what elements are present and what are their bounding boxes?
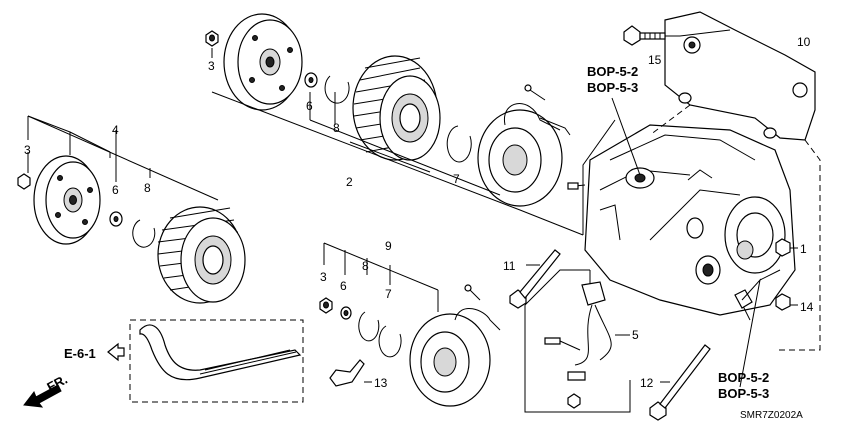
nut-1	[775, 238, 791, 257]
pulley-lower-left	[157, 206, 246, 304]
callout-3-left: 3	[24, 143, 31, 157]
callout-8-upper: 8	[333, 121, 340, 135]
callout-4: 4	[112, 123, 119, 137]
callout-5: 5	[632, 328, 639, 342]
callout-12: 12	[640, 376, 654, 390]
bolt-11	[509, 249, 561, 309]
bolt-12	[649, 344, 711, 421]
callout-8-middle: 8	[362, 259, 369, 273]
reference-bop-bottom-1: BOP-5-2	[718, 370, 769, 385]
callout-3-middle: 3	[320, 270, 327, 284]
callout-11: 11	[503, 259, 516, 273]
pressure-plate-upper	[223, 13, 303, 111]
nut-lower-left	[17, 173, 31, 190]
callout-7-middle: 7	[385, 287, 392, 301]
callout-3-upper: 3	[208, 59, 215, 73]
callout-2: 2	[346, 175, 353, 189]
reference-bop-bottom-2: BOP-5-3	[718, 386, 769, 401]
upper-clutch-assembly	[205, 13, 584, 236]
pulley-upper	[352, 55, 441, 161]
callout-10: 10	[797, 35, 811, 49]
lower-left-clutch-assembly	[17, 115, 246, 304]
reference-bop-top-2: BOP-5-3	[587, 80, 638, 95]
wire-clip	[329, 359, 365, 387]
e61-reference-arrow	[107, 342, 125, 362]
field-coil-lower-middle	[409, 284, 501, 407]
callout-6-middle: 6	[340, 279, 347, 293]
nut-14	[775, 293, 791, 311]
front-direction-arrow	[23, 384, 62, 408]
snap-ring-upper	[324, 75, 350, 104]
callout-9: 9	[385, 239, 392, 253]
nut-upper	[205, 30, 219, 47]
diagram-code: SMR7Z0202A	[740, 410, 803, 421]
snap-ring-lower-left	[132, 219, 156, 248]
sensor-harness	[524, 269, 631, 413]
reference-e61: E-6-1	[64, 346, 96, 361]
callout-13: 13	[374, 376, 388, 390]
bolt-15	[623, 25, 666, 46]
callout-8-left: 8	[144, 181, 151, 195]
compressor-body	[567, 119, 796, 321]
field-coil-upper	[477, 84, 571, 207]
callout-6-upper: 6	[306, 99, 313, 113]
callout-1: 1	[800, 242, 807, 256]
callout-7-upper: 7	[453, 172, 460, 186]
callout-6-left: 6	[112, 183, 119, 197]
reference-bop-top-1: BOP-5-2	[587, 64, 638, 79]
snap-ring-7-upper	[446, 125, 472, 163]
callout-14: 14	[800, 300, 814, 314]
pressure-plate-lower-left	[33, 155, 101, 245]
lower-middle-coil-assembly	[319, 242, 501, 407]
mounting-bracket	[649, 11, 821, 351]
drive-belt-inset	[129, 319, 304, 403]
callout-15: 15	[648, 53, 662, 67]
